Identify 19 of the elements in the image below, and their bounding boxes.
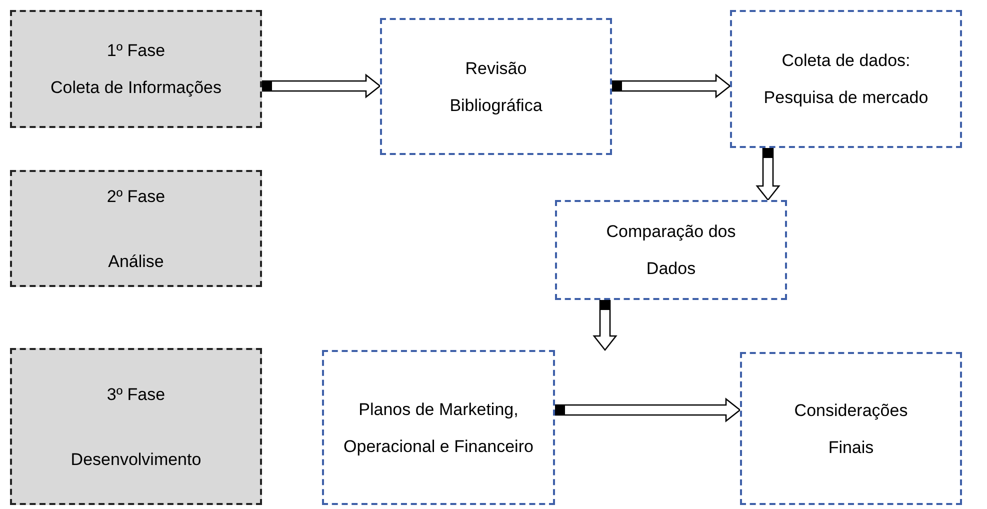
phase-label: Análise [108, 250, 164, 272]
phase-heading: 1º Fase [106, 40, 166, 62]
step-label: Planos de Marketing, Operacional e Financeiro [342, 398, 534, 458]
phase-heading: 3º Fase [106, 384, 166, 406]
process-box [740, 352, 962, 505]
step-label: Coleta de dados: Pesquisa de mercado [762, 50, 930, 109]
process-box [555, 200, 787, 300]
phase-box [10, 348, 262, 505]
step-label: Considerações Finais [793, 400, 909, 458]
step-label: Comparação dos Dados [605, 221, 737, 280]
process-box [380, 18, 612, 155]
phase-heading: 2º Fase [106, 186, 166, 208]
process-box [322, 350, 555, 505]
phase-box [10, 170, 262, 287]
phase-box [10, 10, 262, 128]
phase-label: Coleta de Informações [50, 77, 222, 99]
process-box [730, 10, 962, 148]
step-label: Revisão Bibliográfica [448, 58, 544, 116]
phase-label: Desenvolvimento [70, 448, 202, 470]
